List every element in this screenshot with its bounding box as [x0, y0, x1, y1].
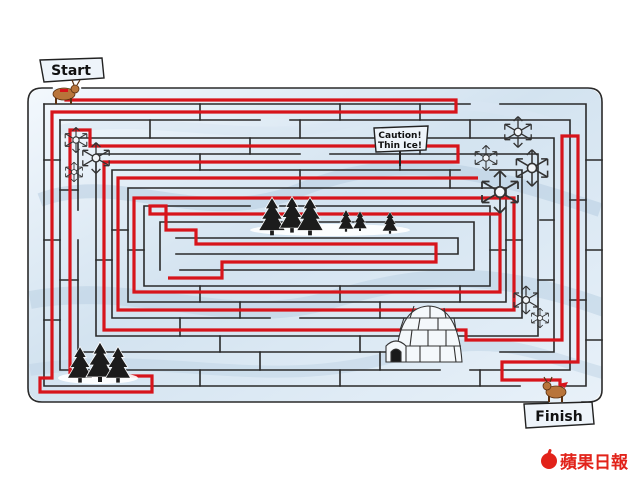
publisher-credit: 蘋果日報	[541, 448, 628, 473]
reindeer-icon	[52, 79, 81, 104]
apple-icon	[541, 452, 557, 469]
maze-walls	[27, 87, 603, 403]
start-sign[interactable]: Start	[39, 57, 105, 83]
igloo-icon	[385, 305, 463, 363]
publisher-name: 蘋果日報	[560, 453, 628, 473]
reindeer-icon	[542, 376, 568, 402]
finish-label: Finish	[535, 409, 582, 425]
finish-sign[interactable]: Finish	[523, 401, 595, 429]
caution-line-1: Caution!	[378, 131, 421, 141]
solution-path	[38, 92, 580, 394]
caution-sign: Caution! Thin Ice!	[373, 125, 429, 166]
start-label: Start	[51, 63, 91, 79]
caution-line-2: Thin Ice!	[378, 141, 422, 151]
pine-tree-icon	[58, 196, 410, 384]
